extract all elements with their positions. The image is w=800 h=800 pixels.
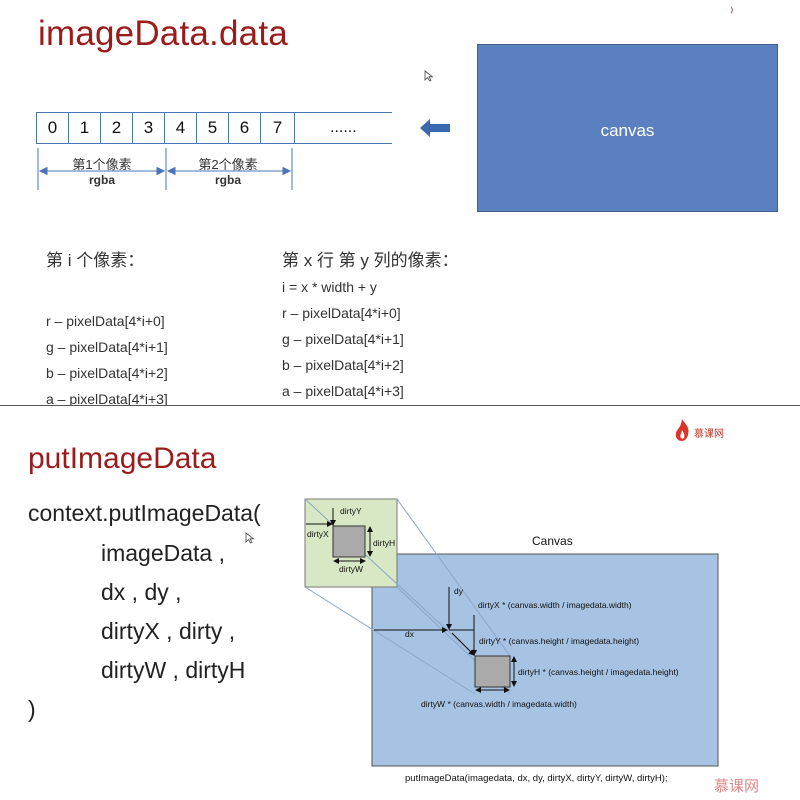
diagram-caption: putImageData(imagedata, dx, dy, dirtyX, …: [405, 773, 668, 784]
code-line: dirtyX , dirty ,: [101, 618, 236, 644]
diagram-canvas-rect: [371, 553, 719, 767]
dirty-rect-target: [474, 655, 511, 688]
formula-line: g – pixelData[4*i+1]: [282, 331, 404, 347]
pixel-byte-cell: 0: [36, 112, 69, 144]
code-line: dx , dy ,: [101, 579, 182, 605]
pixel-byte-cell: 6: [228, 112, 261, 144]
flame-logo-icon: [675, 419, 689, 441]
formula-line: b – pixelData[4*i+2]: [46, 365, 168, 381]
pixel-range-markers: [37, 148, 293, 190]
label-dirtyY: dirtyY: [340, 506, 362, 516]
canvas-label: canvas: [600, 121, 655, 140]
note-dirtyY-scaled: dirtyY * (canvas.height / imagedata.heig…: [479, 636, 639, 646]
arrow-left-icon: [420, 119, 450, 137]
formula-line: a – pixelData[4*i+3]: [282, 383, 404, 399]
label-dirtyX: dirtyX: [307, 529, 329, 539]
pixel-range-rgba: rgba: [214, 173, 241, 187]
left-column-heading: 第 i 个像素：: [46, 251, 145, 270]
corner-mark-icon: ⁾: [730, 4, 734, 20]
dirty-rect-source: [332, 525, 366, 558]
pixel-range-label: 第2个像素: [198, 157, 258, 172]
pixel-range-rgba: rgba: [88, 173, 115, 187]
brand-logo-text: 慕课网: [694, 429, 724, 440]
slide-imagedata: imageData.data ⁾ 0 1 2 3 4 5 6 7 ...... …: [0, 4, 800, 406]
label-dirtyH: dirtyH: [373, 538, 395, 548]
pixel-byte-cell: 7: [260, 112, 295, 144]
canvas-box: canvas: [477, 44, 778, 212]
formula-line: b – pixelData[4*i+2]: [282, 357, 404, 373]
formula-line: g – pixelData[4*i+1]: [46, 339, 168, 355]
left-formula-column: 第 i 个像素： r – pixelData[4*i+0] g – pixelD…: [46, 250, 168, 406]
diagram-canvas-title: Canvas: [532, 534, 573, 548]
pixel-range-1: 第1个像素 rgba: [50, 154, 154, 187]
note-dirtyX-scaled: dirtyX * (canvas.width / imagedata.width…: [478, 600, 632, 610]
note-dirtyH-scaled: dirtyH * (canvas.height / imagedata.heig…: [518, 667, 679, 677]
code-line: dirtyW , dirtyH: [101, 657, 246, 683]
brand-watermark: 慕课网: [714, 778, 760, 795]
slide-title: imageData.data: [38, 14, 288, 53]
mouse-cursor-icon: [424, 70, 434, 82]
mouse-cursor-icon: [245, 532, 255, 544]
right-formula-column: 第 x 行 第 y 列的像素： i = x * width + y r – pi…: [282, 250, 459, 404]
pixel-byte-cell: 5: [196, 112, 229, 144]
label-dx: dx: [405, 629, 415, 639]
index-formula: i = x * width + y: [282, 279, 377, 295]
slide-title: putImageData: [28, 442, 217, 475]
pixel-byte-cell: 3: [132, 112, 165, 144]
right-column-heading: 第 x 行 第 y 列的像素：: [282, 251, 459, 270]
note-dirtyW-scaled: dirtyW * (canvas.width / imagedata.width…: [421, 699, 577, 709]
pixel-range-label: 第1个像素: [72, 157, 132, 172]
formula-line: a – pixelData[4*i+3]: [46, 391, 168, 406]
code-line: context.putImageData(: [28, 500, 261, 526]
label-dirtyW: dirtyW: [339, 564, 363, 574]
formula-line: r – pixelData[4*i+0]: [46, 313, 165, 329]
formula-line: r – pixelData[4*i+0]: [282, 305, 401, 321]
code-line: imageData ,: [101, 540, 226, 566]
pixel-array-ellipsis: ......: [294, 112, 392, 144]
label-dy: dy: [454, 586, 464, 596]
pixel-range-2: 第2个像素 rgba: [176, 154, 280, 187]
code-line: ): [28, 696, 36, 722]
